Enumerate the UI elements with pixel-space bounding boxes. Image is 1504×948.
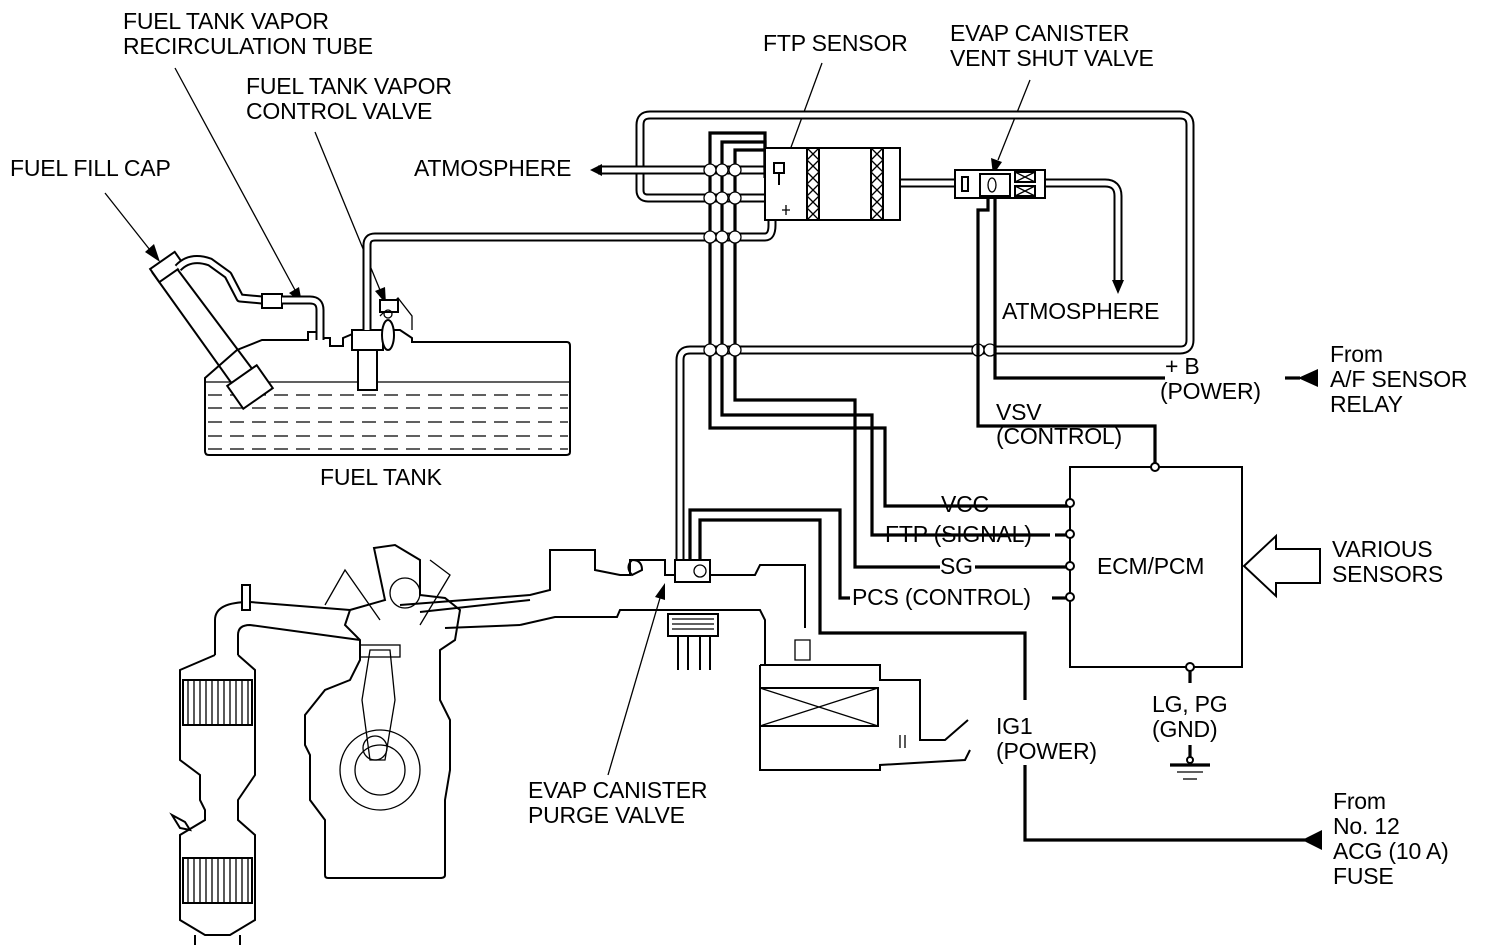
- label-ftp-signal: FTP (SIGNAL): [885, 521, 1032, 547]
- label-lg-pg-line2: (GND): [1152, 716, 1218, 742]
- label-lg-pg-line1: LG, PG: [1152, 691, 1228, 717]
- leader-purge-valve: [607, 597, 661, 776]
- ecm-pcm-box: [1065, 462, 1321, 780]
- vapor-tubes: [362, 110, 1195, 560]
- label-ftp-sensor: FTP SENSOR: [763, 30, 908, 56]
- arrowhead-icon: [590, 164, 602, 176]
- label-control-valve-line2: CONTROL VALVE: [246, 98, 433, 124]
- evap-canister: [764, 147, 901, 221]
- intake-and-purge-valve: [399, 549, 971, 771]
- arrowhead-icon: [1112, 280, 1124, 294]
- evap-canister-purge-valve: [674, 559, 711, 583]
- arrowhead-icon: [145, 244, 160, 262]
- leader-recirculation-tube: [174, 67, 296, 291]
- label-ecm-pcm: ECM/PCM: [1097, 553, 1205, 579]
- label-ig1-line2: (POWER): [996, 738, 1097, 764]
- label-from-fuse-line2: No. 12: [1333, 813, 1400, 839]
- label-control-valve-line1: FUEL TANK VAPOR: [246, 73, 452, 99]
- plus-b-power-wire: [1285, 369, 1318, 387]
- purge-valve-wires: [688, 508, 1322, 850]
- label-from-af-relay-line2: A/F SENSOR: [1330, 366, 1468, 392]
- label-ig1-line1: IG1: [996, 713, 1033, 739]
- label-vent-shut-valve-line1: EVAP CANISTER: [950, 20, 1130, 46]
- label-from-af-relay-line3: RELAY: [1330, 391, 1403, 417]
- ftp-sensor: [773, 162, 785, 174]
- label-purge-valve-line2: PURGE VALVE: [528, 802, 685, 828]
- label-vent-shut-valve-line2: VENT SHUT VALVE: [950, 45, 1154, 71]
- leader-vent-shut-valve: [997, 79, 1031, 161]
- label-atmosphere-left: ATMOSPHERE: [414, 155, 572, 181]
- label-plus-b-line2: (POWER): [1160, 378, 1261, 404]
- arrowhead-icon: [655, 583, 665, 600]
- leader-ftp-sensor: [789, 62, 823, 151]
- label-vsv-line1: VSV: [996, 399, 1042, 425]
- label-recirculation-tube-line2: RECIRCULATION TUBE: [123, 33, 373, 59]
- evap-canister-vent-shut-valve: [954, 169, 1165, 468]
- label-various-sensors-line2: SENSORS: [1332, 561, 1444, 587]
- label-vcc: VCC: [941, 491, 989, 517]
- label-vsv-line2: (CONTROL): [996, 423, 1122, 449]
- label-sg: SG: [940, 553, 973, 579]
- label-purge-valve-line1: EVAP CANISTER: [528, 777, 708, 803]
- label-recirculation-tube-line1: FUEL TANK VAPOR: [123, 8, 329, 34]
- label-fuel-tank: FUEL TANK: [320, 464, 442, 490]
- label-atmosphere-right: ATMOSPHERE: [1002, 298, 1160, 324]
- label-various-sensors-line1: VARIOUS: [1332, 536, 1433, 562]
- label-fuel-fill-cap: FUEL FILL CAP: [10, 155, 171, 181]
- label-from-fuse-line1: From: [1333, 788, 1386, 814]
- arrowhead-icon: [1298, 369, 1318, 387]
- arrowhead-icon: [1302, 830, 1322, 850]
- label-from-fuse-line3: ACG (10 A): [1333, 838, 1449, 864]
- label-plus-b-line1: + B: [1165, 353, 1200, 379]
- catalytic-converters: [169, 654, 256, 945]
- label-pcs-control: PCS (CONTROL): [852, 584, 1031, 610]
- label-from-af-relay-line1: From: [1330, 341, 1383, 367]
- input-arrow-icon: [1242, 533, 1321, 599]
- leader-fuel-fill-cap: [104, 192, 151, 251]
- engine: [214, 543, 531, 879]
- label-from-fuse-line4: FUSE: [1333, 863, 1394, 889]
- fuel-filler-neck: [148, 250, 325, 411]
- fuel-tank: [204, 297, 571, 456]
